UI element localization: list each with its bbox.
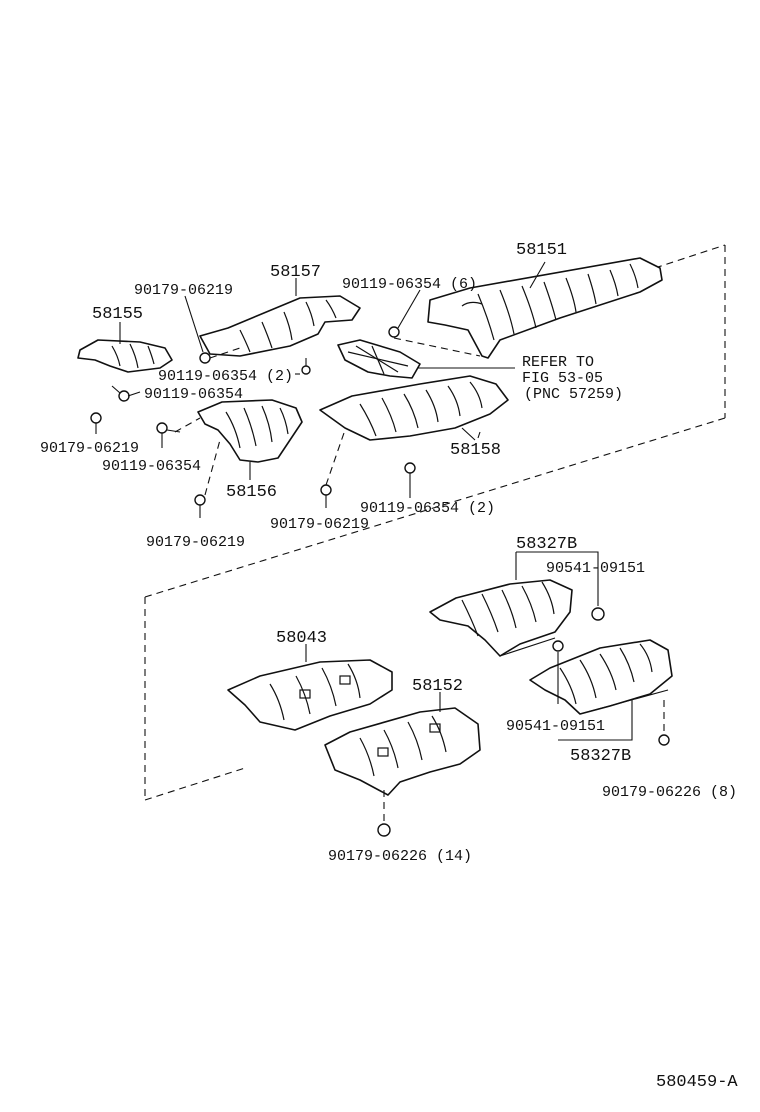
label-90179-06219-a: 90179-06219 — [134, 282, 233, 299]
refer-text-line-1: REFER TO — [522, 354, 594, 371]
label-90179-06226-14: 90179-06226 (14) — [328, 848, 472, 865]
part-58327b-lower-shield — [529, 639, 673, 715]
part-58155-shield — [77, 322, 173, 373]
refer-bracket-57259 — [337, 339, 515, 379]
fastener-labels: 90179-06219 90119-06354 (6) 90119-06354 … — [40, 276, 737, 865]
label-90119-06354-b: 90119-06354 — [102, 458, 201, 475]
label-90119-06354-2a: 90119-06354 (2) — [158, 368, 293, 385]
part-58157-shield — [199, 278, 361, 357]
label-58157: 58157 — [270, 263, 321, 282]
label-90541-09151-a: 90541-09151 — [546, 560, 645, 577]
clip-icon — [377, 823, 391, 837]
part-58151-shield — [427, 257, 663, 359]
nut-icon — [591, 607, 605, 621]
label-58043: 58043 — [276, 629, 327, 648]
clip-icon — [194, 494, 206, 506]
label-58152: 58152 — [412, 677, 463, 696]
fasteners — [90, 326, 670, 837]
label-58151: 58151 — [516, 241, 567, 260]
bolt-icon — [111, 385, 130, 402]
label-58327b-bottom: 58327B — [570, 747, 631, 766]
clip-icon — [658, 734, 670, 746]
clip-icon — [90, 412, 102, 424]
clip-icon — [320, 484, 332, 496]
label-90119-06354-a: 90119-06354 — [144, 386, 243, 403]
label-90541-09151-b: 90541-09151 — [506, 718, 605, 735]
part-labels: 58151 58157 58155 58156 58158 58327B 583… — [92, 241, 631, 766]
nut-icon — [552, 640, 564, 652]
label-90119-06354-6: 90119-06354 (6) — [342, 276, 477, 293]
label-58156: 58156 — [226, 483, 277, 502]
part-58043-shield — [227, 644, 393, 731]
clip-icon — [199, 352, 211, 364]
assembly-boundaries — [144, 244, 726, 801]
label-90179-06219-b: 90179-06219 — [40, 440, 139, 457]
label-90179-06226-8: 90179-06226 (8) — [602, 784, 737, 801]
label-58327b-top: 58327B — [516, 535, 577, 554]
refer-text-line-3: (PNC 57259) — [524, 386, 623, 403]
label-90119-06354-2b: 90119-06354 (2) — [360, 500, 495, 517]
refer-text-line-2: FIG 53-05 — [522, 370, 603, 387]
part-58158-shield — [319, 375, 509, 441]
leader-lines — [95, 289, 665, 824]
label-90179-06219-c: 90179-06219 — [146, 534, 245, 551]
diagram-code: 580459-A — [656, 1073, 738, 1092]
label-90179-06219-d: 90179-06219 — [270, 516, 369, 533]
part-58156-shield — [197, 399, 303, 480]
label-58155: 58155 — [92, 305, 143, 324]
label-58158: 58158 — [450, 441, 501, 460]
part-58327b-upper-shield — [429, 579, 573, 657]
bolt-icon — [388, 326, 400, 338]
bolt-icon — [404, 462, 416, 486]
part-58152-shield — [324, 692, 481, 796]
bolt-icon — [301, 358, 311, 375]
